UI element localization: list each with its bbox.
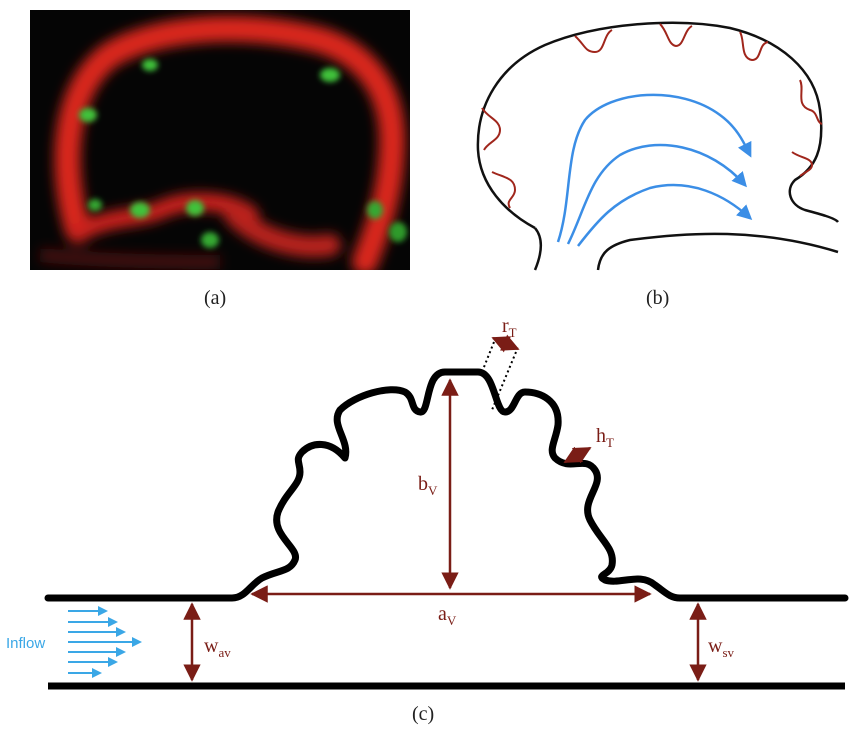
chamber-wall [476, 21, 839, 230]
label-r-t: rT [502, 315, 517, 340]
channel-top-wall [44, 368, 849, 602]
trabeculae [481, 23, 823, 209]
label-w-sv: wsv [708, 635, 735, 660]
panel-label-b: (b) [646, 287, 670, 309]
panel-a-micrograph [30, 10, 410, 270]
label-w-av: wav [204, 635, 231, 660]
panel-label-a: (a) [204, 287, 227, 309]
label-b-v: bV [418, 473, 438, 498]
label-a-v: aV [438, 603, 457, 628]
panel-b-schematic [476, 21, 839, 271]
panel-label-c: (c) [412, 703, 435, 725]
panel-c-geometry: rT hT bV aV wav wsv Inflow [6, 315, 849, 690]
outlet-wall-lower [596, 232, 839, 271]
inflow-arrows [68, 606, 142, 678]
label-inflow: Inflow [6, 635, 45, 652]
dimension-arrows [183, 334, 707, 682]
r-t-arrow [491, 334, 520, 353]
label-h-t: hT [596, 425, 614, 450]
outlet-wall-upper [533, 227, 542, 271]
r-t-guides [481, 341, 517, 411]
h-t-arrow [563, 446, 592, 464]
flow-streamlines [556, 93, 753, 247]
